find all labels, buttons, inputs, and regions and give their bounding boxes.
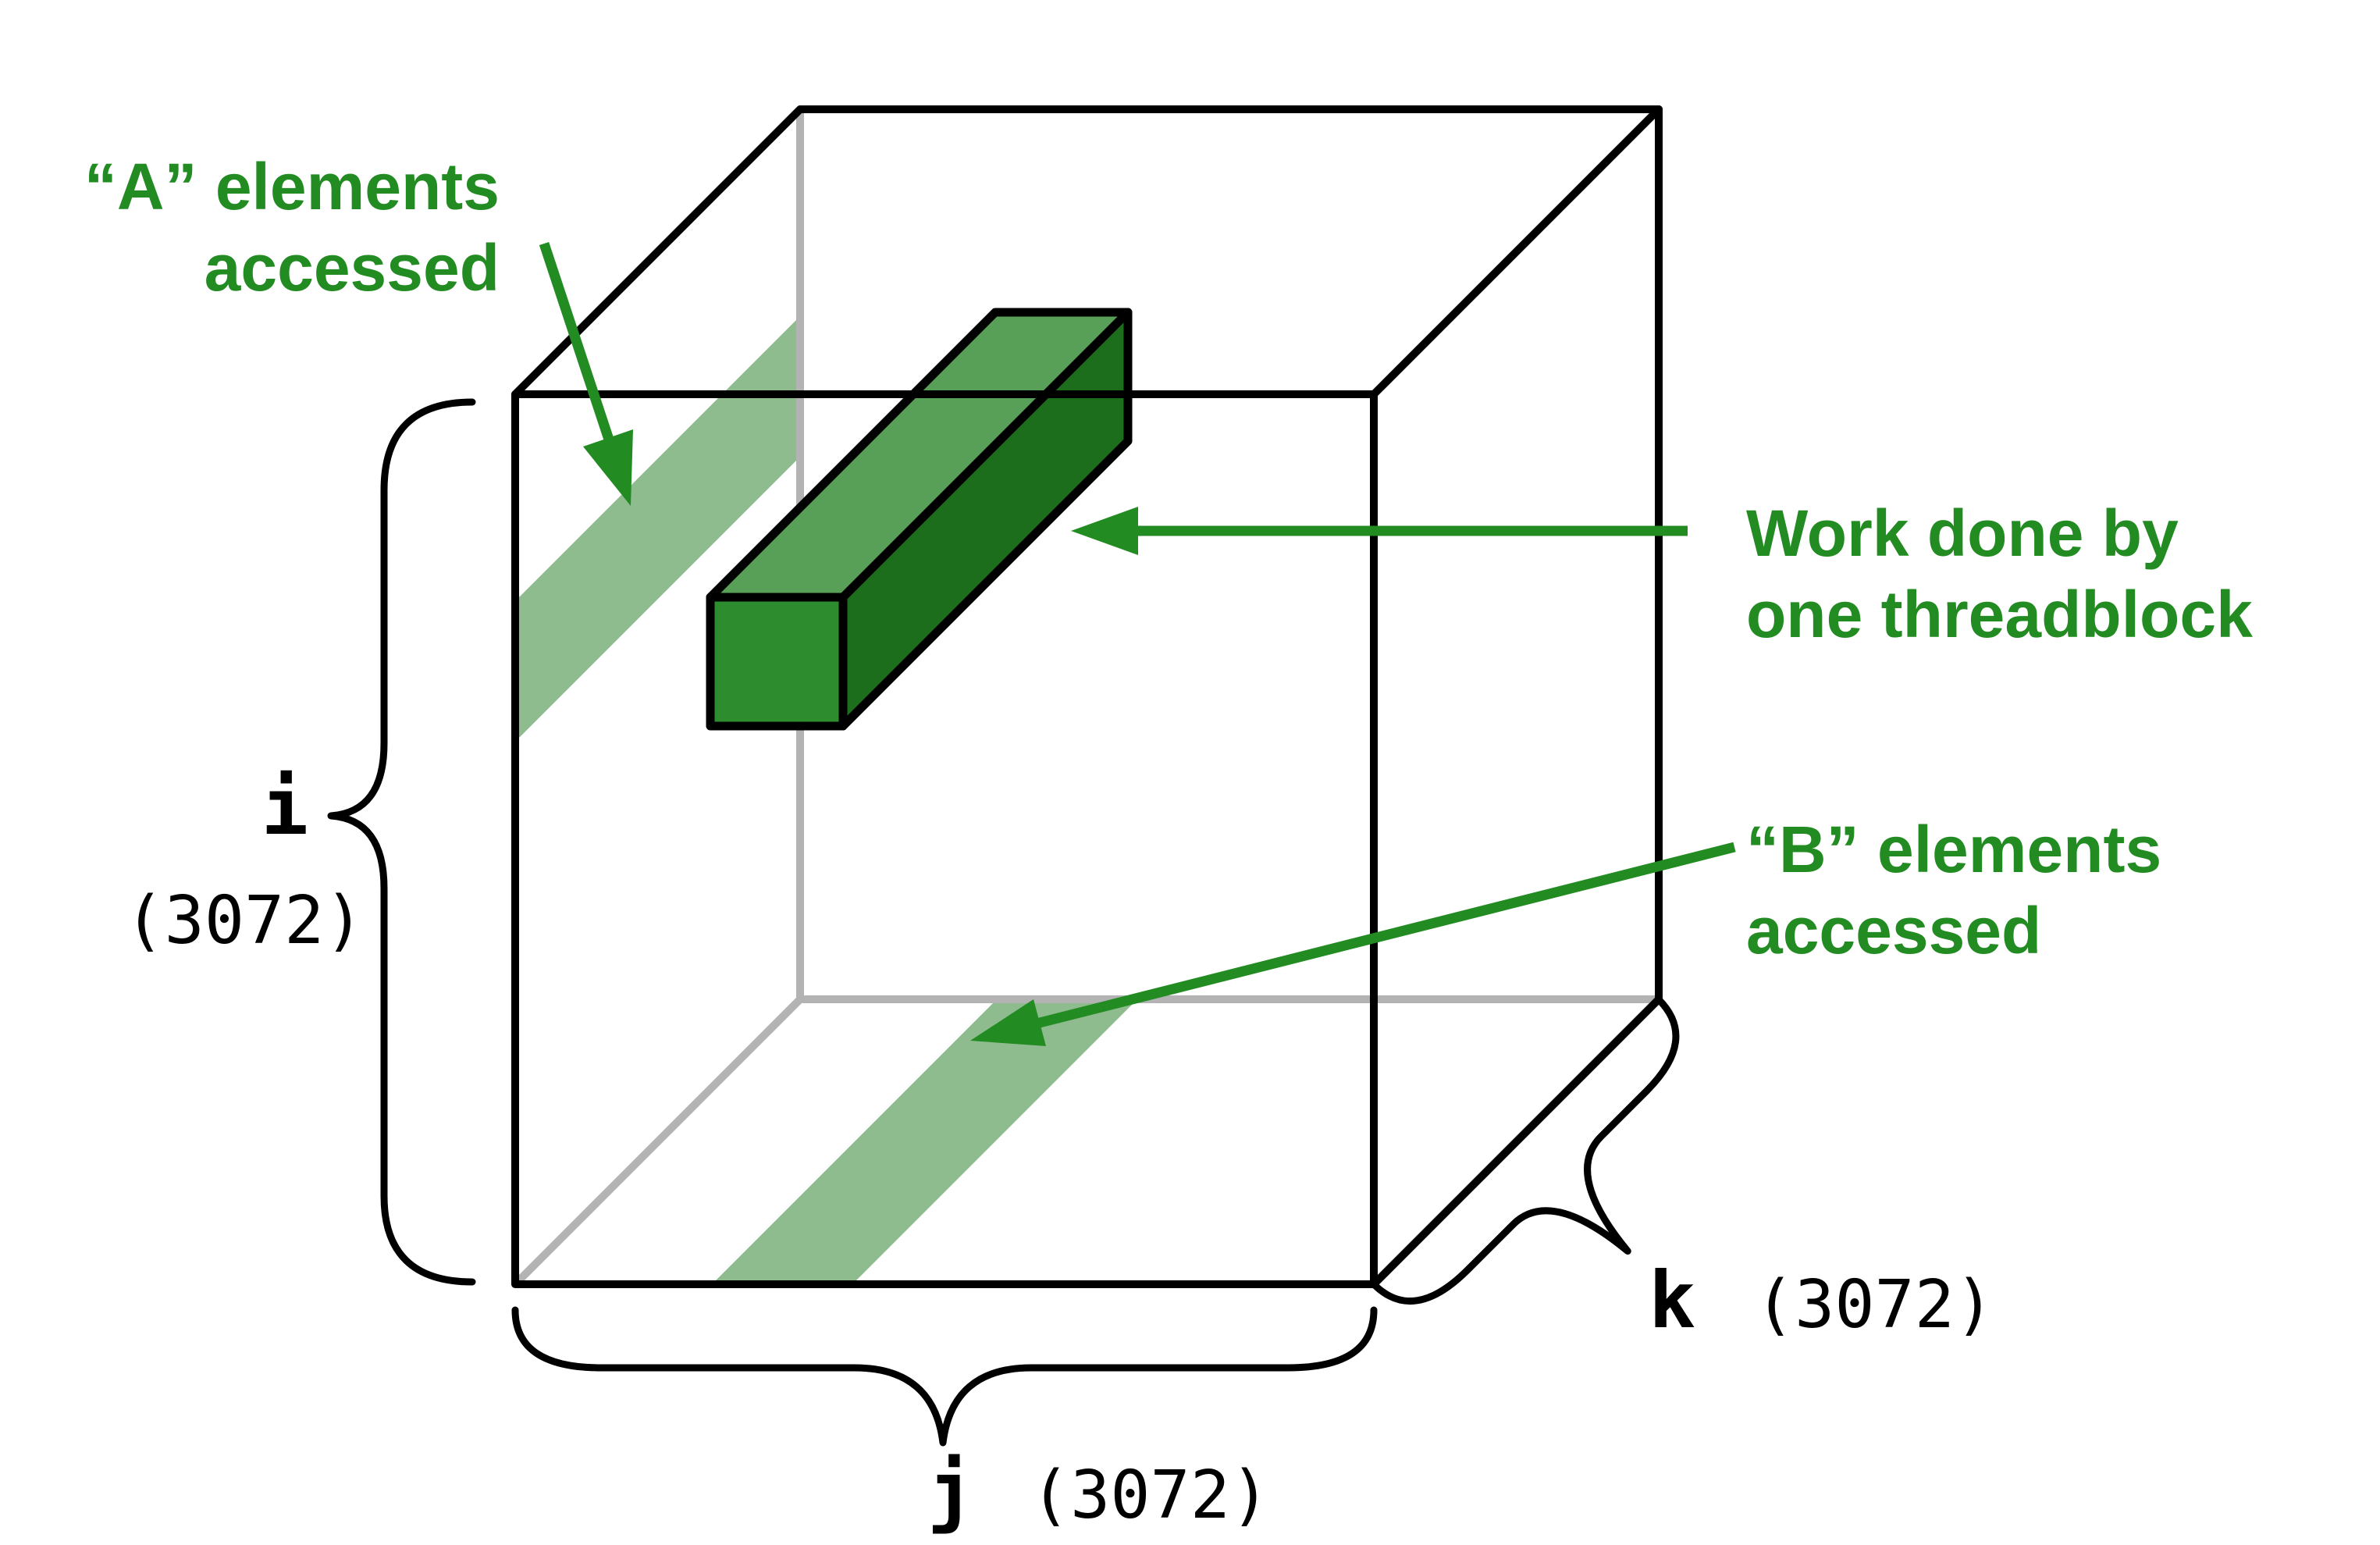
work-label-line1: Work done by [1746,497,2179,570]
a-elements-arrow [539,241,633,506]
k-axis-brace [1370,995,1680,1305]
a-elements-stripe [515,316,800,742]
j-axis-size: (3072) [1030,1457,1270,1534]
i-axis-brace [327,398,476,1286]
k-axis-label: k [1649,1255,1695,1346]
b-elements-label-line2: accessed [1746,894,2041,967]
i-axis-size: (3072) [124,882,364,959]
threadblock-bar-front-face [706,593,848,731]
b-elements-label-line1: “B” elements [1746,813,2161,886]
j-axis-brace [511,1306,1378,1447]
a-elements-label-line1: “A” elements [84,150,500,223]
work-arrowhead-icon [1071,507,1138,555]
i-axis-label: i [261,761,308,853]
cube-top-right-depth-edge [1370,105,1663,398]
k-axis-size: (3072) [1755,1266,1994,1344]
cube-bottom-right-depth-edge [1370,995,1663,1288]
b-elements-arrowhead-icon [970,999,1046,1046]
work-arrow [1071,507,1688,555]
a-elements-arrowhead-icon [583,429,633,506]
a-elements-label-line2: accessed [205,231,500,304]
j-axis-label: j [927,1445,974,1536]
cube-hidden-edge-bottom-left-depth [512,996,803,1287]
b-elements-arrow-line [1029,842,1736,1031]
b-elements-stripe [712,999,1137,1284]
cube-top-left-depth-edge [511,105,804,398]
work-label-line2: one threadblock [1746,578,2253,651]
a-elements-arrow-line [539,241,617,449]
b-elements-arrow [970,842,1736,1046]
